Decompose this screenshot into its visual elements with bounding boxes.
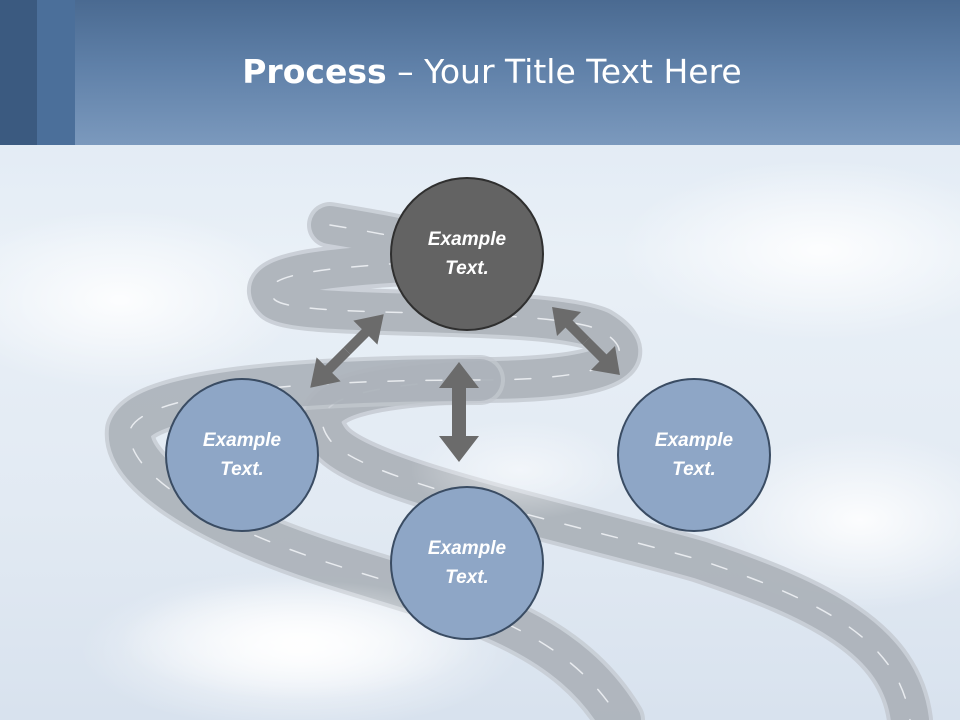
node-left-line2: Text. [220, 459, 264, 480]
title-rest: – Your Title Text Here [386, 52, 742, 91]
double-arrow-bottom [439, 362, 479, 462]
node-bottom-line1: Example [427, 538, 507, 559]
header-accent-mid [37, 0, 75, 145]
title-bar: Process – Your Title Text Here [0, 0, 960, 145]
header-accent-dark [0, 0, 37, 145]
node-right-line2: Text. [672, 459, 716, 480]
node-center-line2: Text. [445, 258, 489, 279]
node-bottom-line2: Text. [445, 567, 489, 588]
double-arrow-right [552, 307, 620, 375]
node-center-line1: Example [427, 229, 507, 250]
node-right-line1: Example [654, 430, 734, 451]
double-arrow-left [310, 314, 384, 388]
slide-title: Process – Your Title Text Here [0, 52, 960, 91]
node-left-line1: Example [202, 430, 282, 451]
title-bold: Process [242, 52, 387, 91]
